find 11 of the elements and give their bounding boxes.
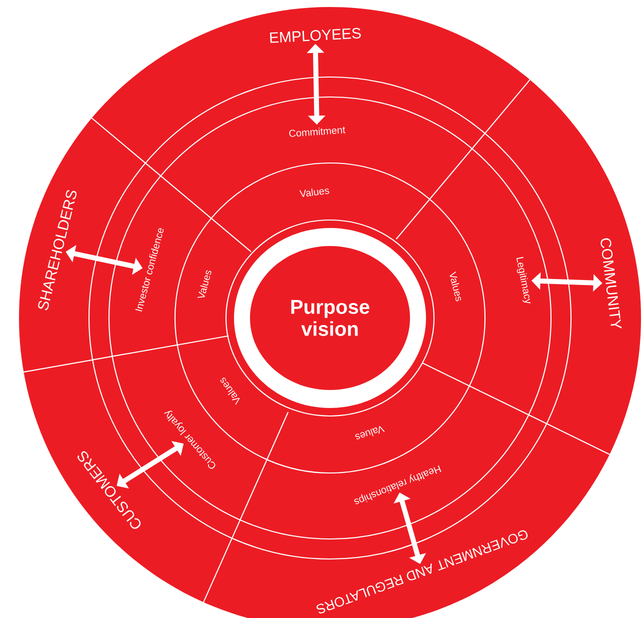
- values-label: Values: [299, 188, 330, 197]
- relationship-label: Investor confidence: [135, 228, 164, 312]
- double-arrow: [394, 492, 426, 564]
- stakeholder-label: COMMUNITY: [600, 238, 622, 328]
- relationship-label: Commitment: [289, 126, 346, 137]
- values-label: Values: [355, 426, 385, 440]
- values-label: Values: [450, 271, 461, 302]
- stakeholder-label: EMPLOYEES: [270, 28, 361, 43]
- relationship-label: Legitimacy: [516, 256, 531, 304]
- values-label: Values: [197, 270, 212, 298]
- center-label: Purpose vision: [291, 300, 370, 336]
